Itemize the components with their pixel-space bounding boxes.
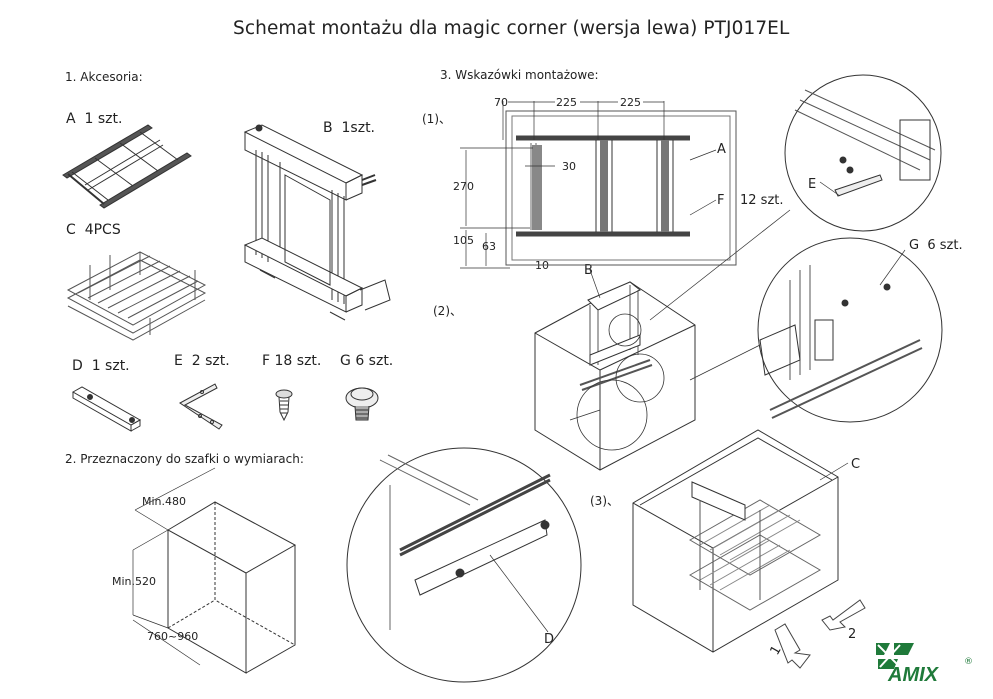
part-qty: 1szt.: [341, 120, 376, 136]
section-cabinet: 2. Przeznaczony do szafki o wymiarach:: [65, 452, 304, 466]
angle-bracket-icon: [179, 383, 223, 430]
vertical-frame-icon: [243, 124, 391, 321]
direction-arrows: [774, 599, 866, 669]
callout-f-qty: 12 szt.: [740, 193, 784, 208]
dim-63: 63: [482, 240, 496, 253]
arrow-2-icon: [821, 599, 866, 631]
part-qty: 6 szt.: [355, 353, 394, 369]
part-letter: E: [174, 353, 183, 369]
brand-registered: ®: [964, 657, 973, 667]
part-qty: 1 szt.: [84, 111, 123, 127]
cabinet-width-label: 760~960: [147, 630, 199, 643]
part-qty: 18 szt.: [274, 353, 322, 369]
part-letter: A: [66, 111, 76, 127]
callout-d: D: [544, 632, 555, 647]
brand-name: AMIX: [888, 664, 938, 686]
part-qty: 2 szt.: [191, 353, 230, 369]
callout-g-qty: 6 szt.: [927, 238, 963, 253]
part-letter: G: [340, 353, 351, 369]
cabinet-depth-label: Min.480: [142, 495, 187, 508]
arrow-1-icon: [774, 623, 811, 669]
part-e-label: E 2 szt.: [174, 353, 230, 369]
rail-bracket-icon: [71, 386, 142, 432]
plan-view: [460, 101, 737, 269]
dim-70: 70: [494, 96, 508, 109]
callout-c: C: [851, 457, 861, 472]
wood-screw-icon: [275, 389, 293, 422]
detail-circle-g: [689, 237, 943, 423]
page-title: Schemat montażu dla magic corner (wersja…: [233, 18, 790, 39]
callout-g-letter: G: [909, 238, 920, 253]
part-qty: 4PCS: [84, 222, 121, 238]
dim-270: 270: [453, 180, 474, 193]
part-g-label: G 6 szt.: [340, 353, 393, 369]
arrow-2-label: 2: [848, 627, 857, 642]
part-qty: 1 szt.: [91, 358, 130, 374]
part-letter: B: [323, 120, 333, 136]
step2-cabinet: [534, 269, 696, 471]
part-letter: D: [72, 358, 83, 374]
detail-circle-d: [346, 409, 601, 683]
callout-b: B: [584, 263, 593, 278]
step-3-label: (3)、: [590, 494, 619, 508]
part-b-label: B 1szt.: [323, 120, 375, 136]
dim-225-a: 225: [556, 96, 577, 109]
part-a-label: A 1 szt.: [66, 111, 122, 127]
step-1-label: (1)、: [422, 112, 451, 126]
callout-g: G 6 szt.: [909, 238, 963, 253]
cabinet-height-label: Min.520: [112, 575, 157, 588]
part-letter: C: [66, 222, 76, 238]
dim-30: 30: [562, 160, 576, 173]
pull-out-frame-icon: [62, 124, 192, 209]
step3-cabinet: [632, 429, 849, 653]
bolt-icon: [345, 387, 379, 421]
amix-logo-icon: [876, 643, 914, 669]
dim-225-b: 225: [620, 96, 641, 109]
callout-e: E: [808, 177, 817, 192]
part-d-label: D 1 szt.: [72, 358, 130, 374]
section-instructions: 3. Wskazówki montażowe:: [440, 68, 599, 82]
wire-basket-icon: [66, 251, 207, 341]
section-accessories: 1. Akcesoria:: [65, 70, 143, 84]
cabinet-dimension-box: [132, 467, 297, 674]
callout-a: A: [717, 142, 726, 157]
part-letter: F: [262, 353, 271, 369]
part-f-label: F 18 szt.: [262, 353, 321, 369]
callout-f: F: [717, 193, 725, 208]
part-c-label: C 4PCS: [66, 222, 121, 238]
dim-105: 105: [453, 234, 474, 247]
detail-circle-e: [649, 74, 942, 321]
step-2-label: (2)、: [433, 304, 462, 318]
brand-logo: AMIX ®: [874, 641, 984, 689]
